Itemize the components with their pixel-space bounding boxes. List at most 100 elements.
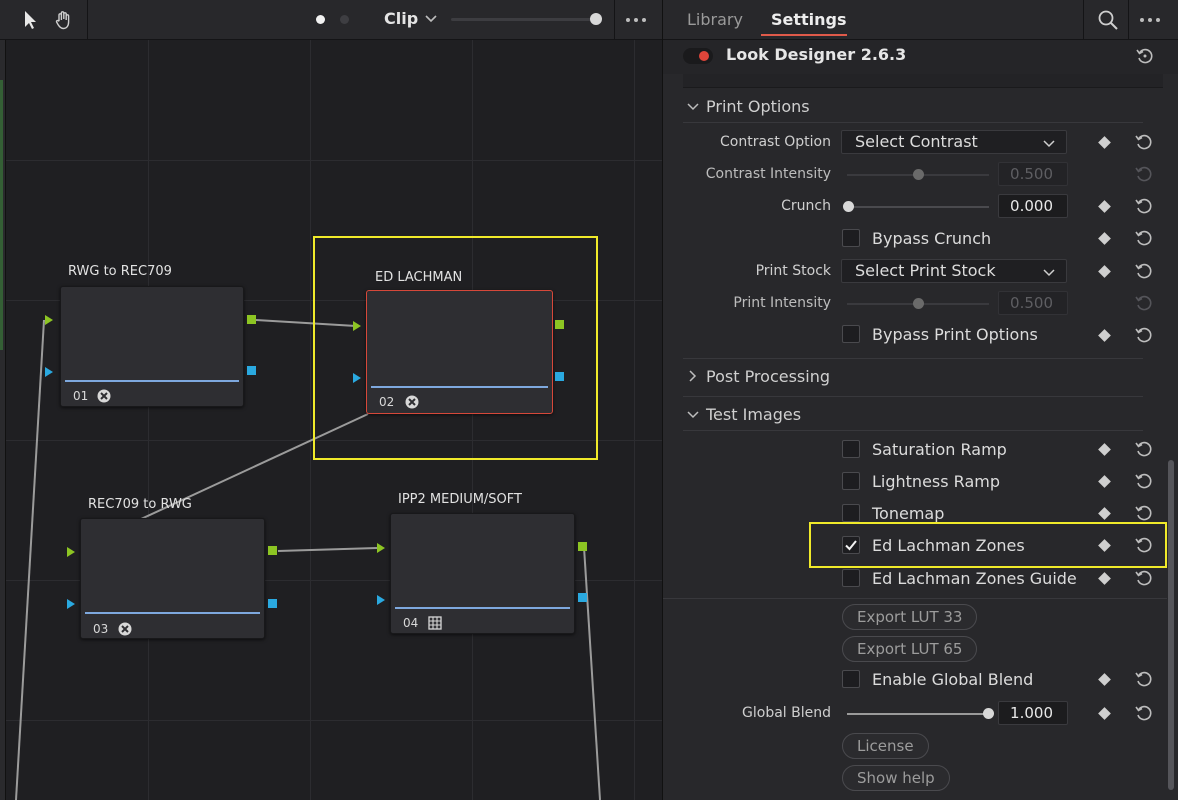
node-02-input-green[interactable] bbox=[353, 321, 361, 331]
panel-scrollbar-thumb[interactable] bbox=[1168, 460, 1174, 790]
bypass-crunch-checkbox[interactable] bbox=[842, 229, 860, 247]
tonemap-checkbox[interactable] bbox=[842, 504, 860, 522]
print-intensity-field[interactable]: 0.500 bbox=[998, 291, 1068, 315]
contrast-intensity-slider-thumb[interactable] bbox=[913, 169, 924, 180]
reset-icon[interactable] bbox=[1134, 132, 1154, 152]
keyframe-icon[interactable] bbox=[1098, 572, 1111, 585]
node-editor-toolbar: Clip bbox=[0, 0, 662, 40]
export-lut-65-button[interactable]: Export LUT 65 bbox=[842, 636, 978, 662]
keyframe-icon[interactable] bbox=[1098, 200, 1111, 213]
chevron-down-icon[interactable] bbox=[686, 408, 700, 422]
node-04-output-blue[interactable] bbox=[578, 593, 587, 602]
keyframe-icon[interactable] bbox=[1098, 136, 1111, 149]
reset-icon[interactable] bbox=[1134, 261, 1154, 281]
node-04-output-green[interactable] bbox=[578, 542, 587, 551]
node-03-input-blue[interactable] bbox=[67, 599, 75, 609]
global-blend-field[interactable]: 1.000 bbox=[998, 701, 1068, 725]
bypass-print-options-label: Bypass Print Options bbox=[872, 325, 1038, 344]
print-intensity-slider-thumb[interactable] bbox=[913, 298, 924, 309]
chevron-down-icon[interactable] bbox=[424, 11, 438, 25]
keyframe-icon[interactable] bbox=[1098, 475, 1111, 488]
search-icon[interactable] bbox=[1097, 9, 1119, 31]
crunch-slider[interactable] bbox=[847, 206, 989, 208]
enable-global-blend-checkbox[interactable] bbox=[842, 670, 860, 688]
node-03-output-green[interactable] bbox=[268, 546, 277, 555]
keyframe-icon[interactable] bbox=[1098, 707, 1111, 720]
reset-icon[interactable] bbox=[1134, 703, 1154, 723]
page-dot-active[interactable] bbox=[316, 15, 325, 24]
keyframe-icon[interactable] bbox=[1098, 507, 1111, 520]
ed-lachman-zones-checkbox[interactable] bbox=[842, 536, 860, 554]
node-04-input-green[interactable] bbox=[377, 543, 385, 553]
keyframe-icon[interactable] bbox=[1098, 265, 1111, 278]
reset-icon[interactable] bbox=[1134, 228, 1154, 248]
saturation-ramp-checkbox[interactable] bbox=[842, 440, 860, 458]
node-02-output-blue[interactable] bbox=[555, 372, 564, 381]
node-02-input-blue[interactable] bbox=[353, 373, 361, 383]
fx-icon bbox=[97, 389, 111, 403]
reset-icon[interactable] bbox=[1134, 471, 1154, 491]
reset-icon[interactable] bbox=[1134, 196, 1154, 216]
node-04-label: IPP2 MEDIUM/SOFT bbox=[398, 492, 522, 507]
keyframe-icon[interactable] bbox=[1098, 673, 1111, 686]
zoom-slider[interactable] bbox=[451, 18, 599, 21]
crunch-field[interactable]: 0.000 bbox=[998, 194, 1068, 218]
node-03-input-green[interactable] bbox=[67, 547, 75, 557]
node-01-output-blue[interactable] bbox=[247, 366, 256, 375]
node-editor[interactable]: RWG to REC709 01 ED LACHMAN 02 REC709 to… bbox=[0, 0, 662, 800]
clip-dropdown-label[interactable]: Clip bbox=[384, 9, 419, 28]
section-post-processing[interactable]: Post Processing bbox=[706, 367, 830, 386]
contrast-intensity-field[interactable]: 0.500 bbox=[998, 162, 1068, 186]
zoom-slider-thumb[interactable] bbox=[590, 13, 602, 25]
node-04[interactable]: 04 bbox=[390, 513, 575, 634]
node-01[interactable]: 01 bbox=[60, 286, 244, 407]
reset-icon[interactable] bbox=[1134, 535, 1154, 555]
saturation-ramp-label: Saturation Ramp bbox=[872, 440, 1007, 459]
node-03-output-blue[interactable] bbox=[268, 599, 277, 608]
hand-icon[interactable] bbox=[52, 8, 76, 32]
bypass-print-options-checkbox[interactable] bbox=[842, 325, 860, 343]
license-button[interactable]: License bbox=[842, 733, 929, 759]
keyframe-icon[interactable] bbox=[1098, 329, 1111, 342]
node-01-input-blue[interactable] bbox=[45, 367, 53, 377]
node-02-label: ED LACHMAN bbox=[375, 270, 463, 285]
fx-icon bbox=[405, 395, 419, 409]
ed-lachman-zones-guide-checkbox[interactable] bbox=[842, 569, 860, 587]
node-02[interactable]: 02 bbox=[366, 290, 553, 414]
pointer-icon[interactable] bbox=[18, 8, 42, 32]
node-01-input-green[interactable] bbox=[45, 315, 53, 325]
lightness-ramp-checkbox[interactable] bbox=[842, 472, 860, 490]
toolbar-separator bbox=[1128, 0, 1129, 40]
page-dot-inactive[interactable] bbox=[340, 15, 349, 24]
node-02-output-green[interactable] bbox=[555, 320, 564, 329]
section-test-images[interactable]: Test Images bbox=[706, 405, 802, 424]
settings-panel: Library Settings Look Designer 2.6.3 Pri… bbox=[662, 0, 1178, 800]
crunch-slider-thumb[interactable] bbox=[843, 201, 854, 212]
tab-settings[interactable]: Settings bbox=[771, 10, 847, 29]
print-stock-dropdown[interactable]: Select Print Stock bbox=[841, 259, 1067, 283]
reset-icon[interactable] bbox=[1134, 568, 1154, 588]
contrast-option-dropdown[interactable]: Select Contrast bbox=[841, 130, 1067, 154]
node-04-input-blue[interactable] bbox=[377, 595, 385, 605]
export-lut-33-button[interactable]: Export LUT 33 bbox=[842, 604, 978, 630]
section-print-options[interactable]: Print Options bbox=[706, 97, 810, 116]
reset-icon[interactable] bbox=[1134, 439, 1154, 459]
more-icon[interactable] bbox=[626, 18, 646, 22]
reset-icon[interactable] bbox=[1134, 669, 1154, 689]
global-blend-slider-thumb[interactable] bbox=[983, 708, 994, 719]
reset-icon[interactable] bbox=[1134, 503, 1154, 523]
fx-icon bbox=[118, 622, 132, 636]
chevron-down-icon[interactable] bbox=[686, 100, 700, 114]
keyframe-icon[interactable] bbox=[1098, 443, 1111, 456]
chevron-right-icon[interactable] bbox=[686, 369, 700, 383]
contrast-option-label: Contrast Option bbox=[720, 134, 831, 150]
reset-icon[interactable] bbox=[1135, 46, 1155, 66]
keyframe-icon[interactable] bbox=[1098, 232, 1111, 245]
node-03[interactable]: 03 bbox=[80, 518, 265, 639]
tab-library[interactable]: Library bbox=[687, 10, 743, 29]
reset-icon[interactable] bbox=[1134, 325, 1154, 345]
show-help-button[interactable]: Show help bbox=[842, 765, 950, 791]
collapsed-section-strip bbox=[683, 74, 1163, 88]
more-icon[interactable] bbox=[1140, 18, 1160, 22]
node-01-output-green[interactable] bbox=[247, 315, 256, 324]
